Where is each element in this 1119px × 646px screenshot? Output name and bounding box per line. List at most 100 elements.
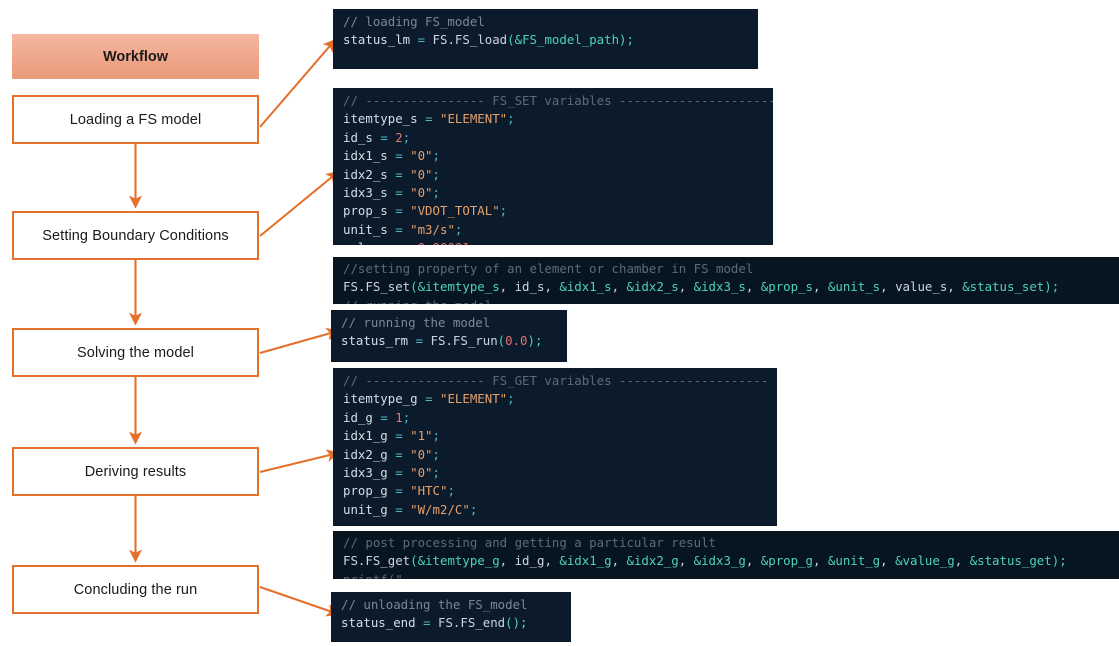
flow-step-label: Solving the model <box>77 344 194 361</box>
flow-step-deriving-results[interactable]: Deriving results <box>12 447 259 496</box>
code-token: ; <box>402 129 411 145</box>
code-token: itemtype_s <box>343 111 426 127</box>
code-token: &FS_model_path <box>514 32 620 48</box>
flow-step-label: Setting Boundary Conditions <box>42 227 229 244</box>
code-token: "0" <box>410 166 433 182</box>
code-token: , <box>954 553 970 569</box>
code-token: // ---------------- FS_GET variables ---… <box>343 373 769 388</box>
code-line: status_rm = FS.FS_run(0.0); <box>341 332 559 350</box>
code-token: // post processing and getting a particu… <box>343 535 716 550</box>
code-line: // loading FS_model <box>343 13 750 31</box>
code-token: //setting property of an element or cham… <box>343 261 754 276</box>
code-token: unit_s <box>343 221 396 237</box>
code-line: FS.FS_get(&itemtype_g, id_g, &idx1_g, &i… <box>343 552 1111 570</box>
workflow-header-box: Workflow <box>12 34 259 79</box>
code-token: ; <box>507 391 515 407</box>
code-token: 2 <box>395 129 403 145</box>
code-token: ; <box>470 240 477 245</box>
code-token: 0.0 <box>505 333 528 349</box>
code-line: unit_s = "m3/s"; <box>343 221 765 239</box>
code-token: &prop_s <box>760 279 813 295</box>
flow-step-concluding-the-run[interactable]: Concluding the run <box>12 565 259 614</box>
code-token: unit_g <box>343 501 396 517</box>
flow-step-loading-a-fs-model[interactable]: Loading a FS model <box>12 95 259 144</box>
code-token: = <box>380 409 396 425</box>
code-token: &idx2_s <box>626 279 679 295</box>
code-line: // running the model <box>341 314 559 332</box>
code-line: idx3_g = "0"; <box>343 464 769 482</box>
code-line: idx3_s = "0"; <box>343 184 765 202</box>
code-token: , <box>947 279 963 295</box>
code-token: ); <box>619 32 634 48</box>
code-token: ( <box>507 32 515 48</box>
code-token: // running the model <box>341 315 491 330</box>
code-line: //setting property of an element or cham… <box>343 260 1111 278</box>
code-token: &idx1_g <box>559 553 612 569</box>
code-token: idx3_g <box>343 464 396 480</box>
code-token: = <box>415 333 431 349</box>
code-block-set-call: //setting property of an element or cham… <box>333 257 1119 304</box>
code-token: id_g <box>514 553 545 569</box>
code-line: status_lm = FS.FS_load(&FS_model_path); <box>343 31 750 49</box>
code-token: &unit_s <box>827 279 881 295</box>
code-line: FS.FS_set(&itemtype_s, id_s, &idx1_s, &i… <box>343 278 1111 296</box>
arrow-deriving-to-code-get <box>259 449 340 474</box>
code-token: &status_set <box>962 279 1045 295</box>
code-line: // post processing and getting a particu… <box>343 534 1111 552</box>
workflow-header-label: Workflow <box>103 48 168 65</box>
code-token: &prop_g <box>760 553 813 569</box>
code-token: FS.FS_set <box>343 279 411 295</box>
code-token: ; <box>432 184 440 200</box>
code-line: id_g = 1; <box>343 409 769 427</box>
code-token: "ELEMENT" <box>439 391 508 407</box>
code-token: ; <box>432 148 440 164</box>
code-line: value_s = 0.00001; <box>343 239 765 245</box>
flow-step-label: Loading a FS model <box>69 111 202 128</box>
code-token: idx1_s <box>343 148 396 164</box>
code-line: prop_g = "HTC"; <box>343 482 769 500</box>
code-token: , <box>745 553 761 569</box>
code-token: , <box>678 553 694 569</box>
code-token: FS.FS_end <box>437 615 506 631</box>
flow-step-solving-the-model[interactable]: Solving the model <box>12 328 259 377</box>
code-line: itemtype_s = "ELEMENT"; <box>343 110 765 128</box>
code-line: idx2_g = "0"; <box>343 446 769 464</box>
code-token: status_rm <box>341 333 416 349</box>
code-token: itemtype_g <box>343 391 426 407</box>
flow-step-label: Concluding the run <box>73 581 198 598</box>
code-block-set-variables: // ---------------- FS_SET variables ---… <box>333 88 773 245</box>
code-token: ( <box>505 615 513 631</box>
code-token: ); <box>1044 279 1060 295</box>
code-token: = <box>395 483 411 499</box>
flow-step-setting-boundary-conditions[interactable]: Setting Boundary Conditions <box>12 211 259 260</box>
code-line: id_s = 2; <box>343 129 765 147</box>
code-token: = <box>395 501 411 517</box>
arrow-bc-to-code-set <box>259 170 340 237</box>
code-token: "0" <box>410 184 433 200</box>
code-token: "W/m2/C" <box>410 501 470 517</box>
code-token: status_lm <box>343 32 418 48</box>
code-token: = <box>395 428 411 444</box>
code-token: "0" <box>410 446 433 462</box>
code-token: "VDOT_TOTAL" <box>410 203 500 219</box>
code-line: // ---------------- FS_SET variables ---… <box>343 92 773 110</box>
code-token: 0.00001 <box>418 240 470 245</box>
code-token: &unit_g <box>827 553 881 569</box>
code-line: idx1_s = "0"; <box>343 147 765 165</box>
code-token: = <box>395 203 411 219</box>
code-token: , <box>611 279 627 295</box>
code-token: = <box>380 129 396 145</box>
arrow-loading-to-code-load <box>259 38 337 128</box>
code-token: = <box>425 111 440 127</box>
code-token: = <box>395 166 411 182</box>
code-line: unit_g = "W/m2/C"; <box>343 501 769 519</box>
code-block-get-call: // post processing and getting a particu… <box>333 531 1119 579</box>
code-token: ); <box>1051 553 1067 569</box>
code-token: , <box>544 553 560 569</box>
code-token: id_g <box>343 409 381 425</box>
code-token: prop_s <box>343 203 396 219</box>
code-token: ); <box>512 615 528 631</box>
code-token: = <box>395 446 411 462</box>
code-token: printf(" <box>343 572 403 579</box>
